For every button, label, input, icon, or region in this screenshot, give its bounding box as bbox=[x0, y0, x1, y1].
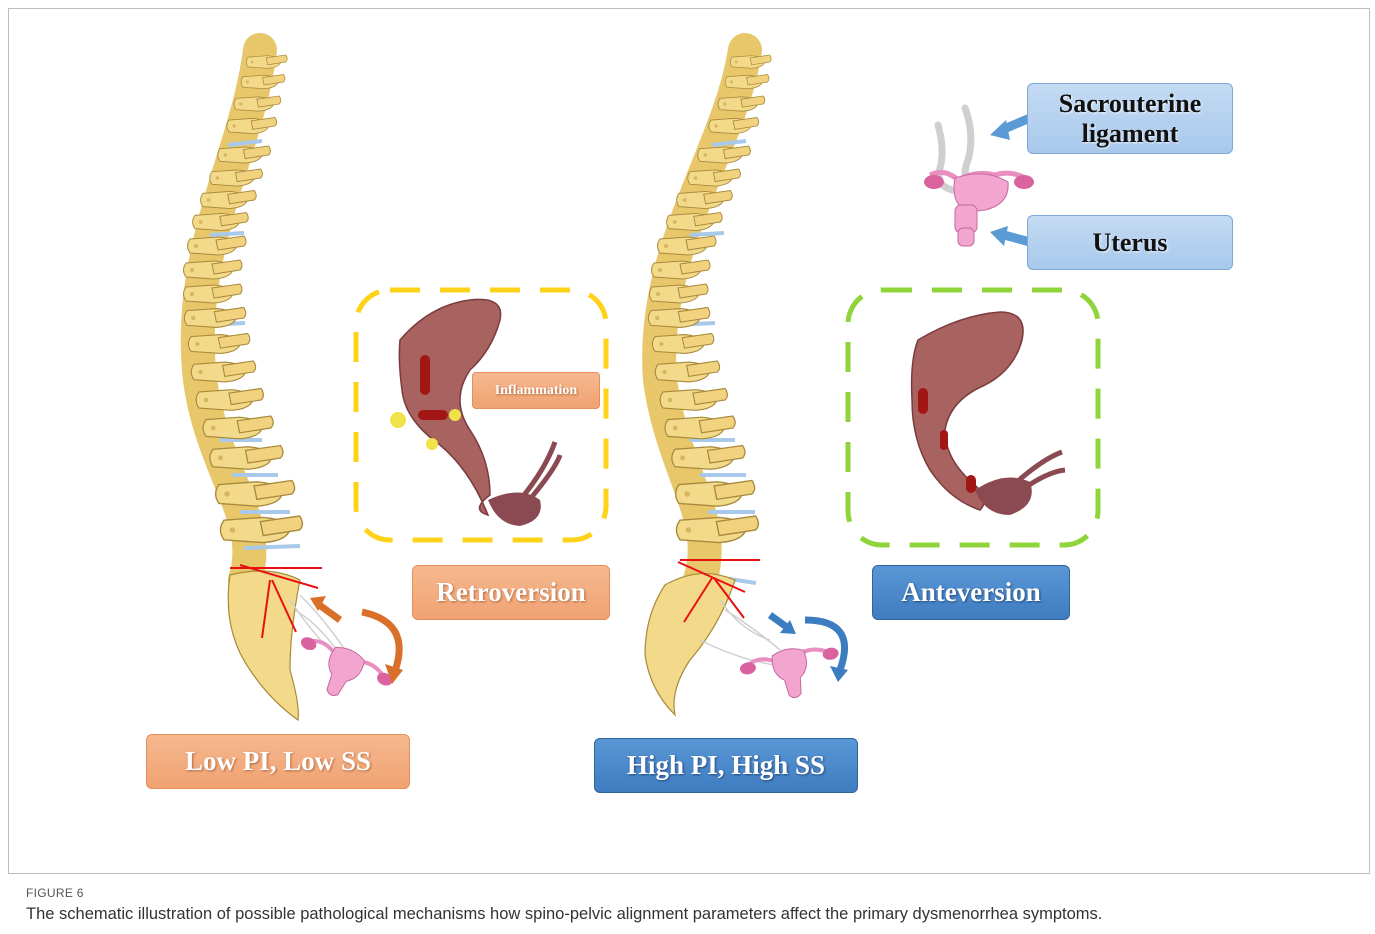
sacrouterine-line2: ligament bbox=[1082, 119, 1179, 149]
curved-arrow-icon bbox=[805, 620, 845, 670]
anteversion-label: Anteversion bbox=[872, 565, 1070, 620]
inflammation-label: Inflammation bbox=[472, 372, 600, 409]
anteverted-uterus-icon bbox=[912, 312, 1065, 515]
sacrouterine-line1: Sacrouterine bbox=[1059, 89, 1202, 119]
uterus-icon bbox=[738, 641, 845, 707]
uterus-label: Uterus bbox=[1027, 215, 1233, 270]
right-spine-icon bbox=[645, 50, 780, 715]
figure-caption: The schematic illustration of possible p… bbox=[26, 905, 1102, 924]
uterus-icon bbox=[286, 629, 397, 716]
retroversion-label: Retroversion bbox=[412, 565, 610, 620]
low-pi-low-ss-label: Low PI, Low SS bbox=[146, 734, 410, 789]
figure-label: FIGURE 6 bbox=[26, 886, 84, 900]
high-pi-high-ss-label: High PI, High SS bbox=[594, 738, 858, 793]
arrow-icon bbox=[770, 615, 788, 628]
retroverted-uterus-icon bbox=[390, 299, 560, 526]
uterus-ligament-icon bbox=[924, 108, 1034, 246]
left-spine-icon bbox=[184, 50, 346, 720]
curved-arrow-icon bbox=[362, 612, 399, 668]
sacrouterine-ligament-label: Sacrouterine ligament bbox=[1027, 83, 1233, 154]
